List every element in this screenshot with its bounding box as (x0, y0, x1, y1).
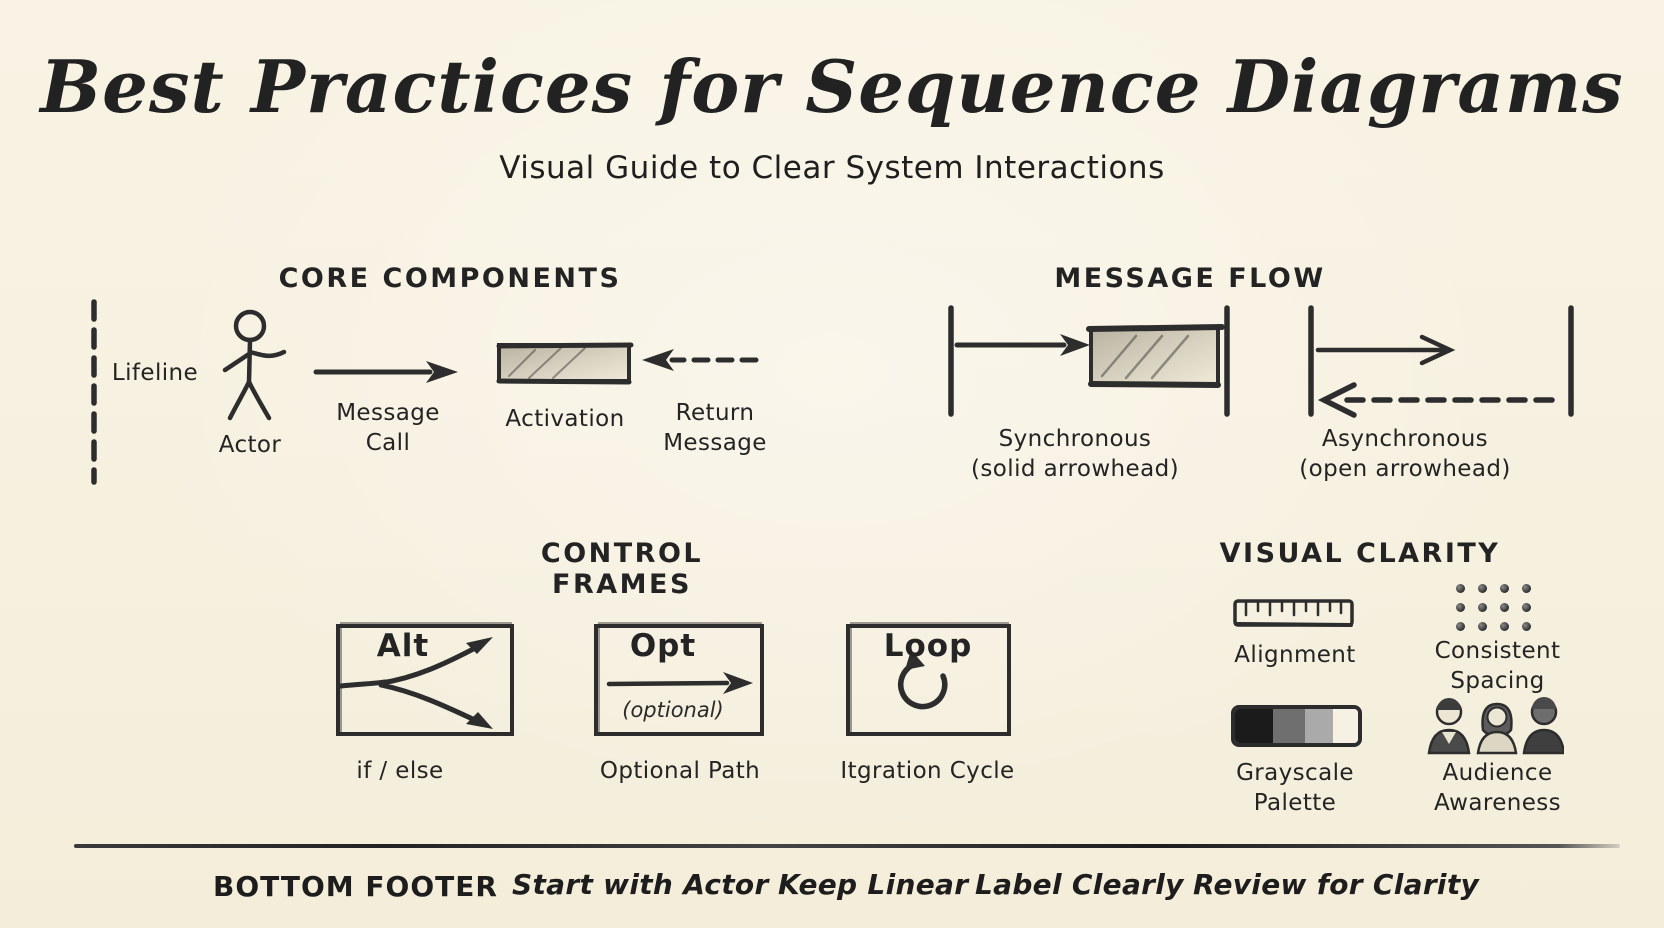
visual-clarity-heading: VISUAL CLARITY (1219, 538, 1501, 569)
opt-caption: Optional Path (599, 758, 761, 784)
consistent-spacing-label: Consistent Spacing (1434, 638, 1561, 694)
grayscale-palette-icon (1231, 705, 1362, 747)
loop-caption: Itgration Cycle (840, 758, 1015, 784)
activation-box-icon (496, 342, 634, 385)
person-woman-icon (1476, 702, 1518, 755)
grayscale-palette-label: Grayscale Palette (1236, 760, 1354, 816)
activation-label: Activation (505, 406, 625, 432)
footer-label: BOTTOM FOOTER (213, 870, 498, 903)
footer-divider (74, 844, 1620, 848)
asynchronous-label: Asynchronous (open arrowhead) (1299, 426, 1511, 482)
asynchronous-message-diagram (1308, 305, 1574, 418)
alt-caption: if / else (356, 758, 444, 784)
page-subtitle: Visual Guide to Clear System Interaction… (499, 150, 1165, 186)
ruler-icon (1233, 599, 1354, 627)
opt-optional-annotation: (optional) (622, 698, 724, 722)
opt-frame-title: Opt (629, 628, 697, 664)
return-message-dashed-arrow-icon (642, 349, 759, 371)
actor-label: Actor (218, 432, 282, 458)
message-call-arrow-icon (313, 361, 458, 383)
message-flow-heading: MESSAGE FLOW (1054, 263, 1326, 294)
person-dark-icon (1522, 697, 1564, 755)
lifeline-label: Lifeline (111, 360, 199, 386)
message-call-label: Message Call (336, 400, 440, 456)
footer-item-review-for-clarity: Review for Clarity (1193, 868, 1480, 901)
alt-frame-icon (336, 622, 514, 736)
alt-frame-title: Alt (376, 628, 430, 664)
footer-item-keep-linear: Keep Linear (778, 868, 969, 901)
lifeline-dashed-line-icon (91, 299, 97, 485)
footer-item-start-with-actor: Start with Actor (512, 868, 769, 901)
opt-frame-icon (594, 622, 764, 736)
control-frames-heading: CONTROL FRAMES (540, 538, 704, 600)
footer-item-label-clearly: Label Clearly (975, 868, 1184, 901)
page-title: Best Practices for Sequence Diagrams (40, 44, 1624, 129)
audience-awareness-label: Audience Awareness (1433, 760, 1562, 816)
synchronous-message-diagram (948, 305, 1230, 417)
loop-frame-icon (846, 622, 1011, 736)
audience-people-icons (1427, 697, 1564, 755)
return-message-label: Return Message (663, 400, 767, 456)
loop-frame-title: Loop (883, 628, 973, 664)
alignment-label: Alignment (1234, 642, 1356, 668)
core-components-heading: CORE COMPONENTS (278, 263, 622, 294)
actor-stick-figure-icon (222, 309, 287, 421)
person-suit-icon (1427, 698, 1471, 755)
consistent-spacing-dots-icon (1456, 584, 1531, 631)
synchronous-label: Synchronous (solid arrowhead) (971, 426, 1179, 482)
